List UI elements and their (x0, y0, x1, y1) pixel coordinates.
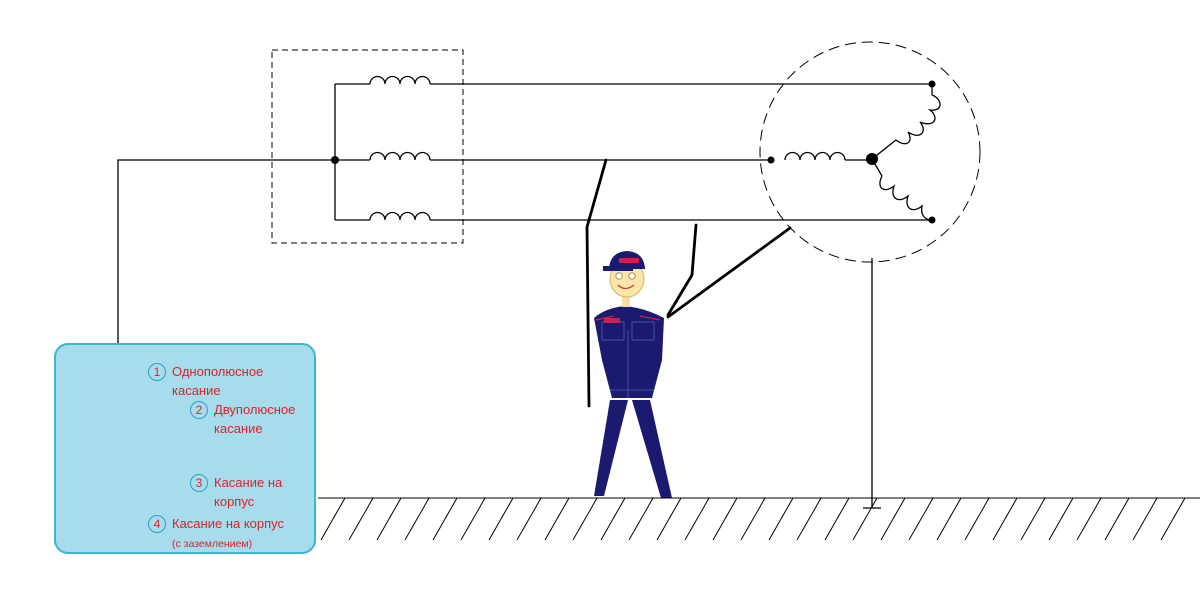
ground-hatch-line (516, 497, 542, 541)
option-label-line2: касание (214, 421, 263, 436)
option-label-line1: Двуполюсное (214, 402, 296, 417)
ground-hatch-line (1104, 497, 1130, 541)
ground-hatch-line (992, 497, 1018, 541)
ground-hatch-line (1020, 497, 1046, 541)
ground-hatch-line (740, 497, 766, 541)
ground-hatch-line (600, 497, 626, 541)
ground-hatch-line (1160, 497, 1186, 541)
ground-hatch-line (1076, 497, 1102, 541)
option-number-badge: 2 (190, 401, 208, 419)
ground-hatch-line (432, 497, 458, 541)
person-torso (594, 306, 664, 398)
ground-hatch-line (348, 497, 374, 541)
ground-hatch-line (824, 497, 850, 541)
legend-option-4[interactable]: 4 Касание на корпус (с заземлением) (148, 514, 284, 554)
option-label-line2: (с заземлением) (172, 538, 253, 550)
ground-hatch-line (376, 497, 402, 541)
legend-option-3[interactable]: 3 Касание на корпус (190, 473, 282, 511)
option-label-line1: Однополюсное (172, 364, 264, 379)
ground-hatch-line (404, 497, 430, 541)
option-label-line2: корпус (214, 494, 255, 509)
transformer-box (271, 49, 464, 244)
touch-lines (585, 158, 792, 408)
ground-hatch-line (460, 497, 486, 541)
option-number-badge: 4 (148, 515, 166, 533)
ground-hatch-line (488, 497, 514, 541)
transformer-inductor-icon (369, 75, 431, 221)
ground-hatch-line (684, 497, 710, 541)
ground-hatch-line (908, 497, 934, 541)
motor (759, 41, 981, 263)
ground-hatch-line (796, 497, 822, 541)
ground-hatch-icon (318, 497, 1200, 541)
ground-hatch-line (320, 497, 346, 541)
ground-hatch-line (936, 497, 962, 541)
legend-option-1[interactable]: 1 Однополюсное касание (148, 362, 263, 400)
option-number-badge: 1 (148, 363, 166, 381)
ground-hatch-line (712, 497, 738, 541)
ground-hatch-line (964, 497, 990, 541)
ground-hatch-line (544, 497, 570, 541)
option-label-line2: касание (172, 383, 221, 398)
ground-hatch-line (1048, 497, 1074, 541)
person-icon (594, 251, 672, 498)
option-label-line1: Касание на (214, 475, 283, 490)
option-label-line1: Касание на корпус (172, 516, 285, 531)
ground-hatch-line (852, 497, 878, 541)
ground-hatch-line (880, 497, 906, 541)
motor-inductor-icon (784, 84, 941, 221)
legend-option-2[interactable]: 2 Двуполюсное касание (190, 400, 295, 438)
option-number-badge: 3 (190, 474, 208, 492)
ground-hatch-line (1132, 497, 1158, 541)
ground-hatch-line (628, 497, 654, 541)
ground-hatch-line (572, 497, 598, 541)
ground-hatch-line (768, 497, 794, 541)
ground-hatch-line (656, 497, 682, 541)
person-legs (594, 400, 672, 498)
wires (117, 83, 932, 509)
legend-panel (54, 343, 316, 554)
